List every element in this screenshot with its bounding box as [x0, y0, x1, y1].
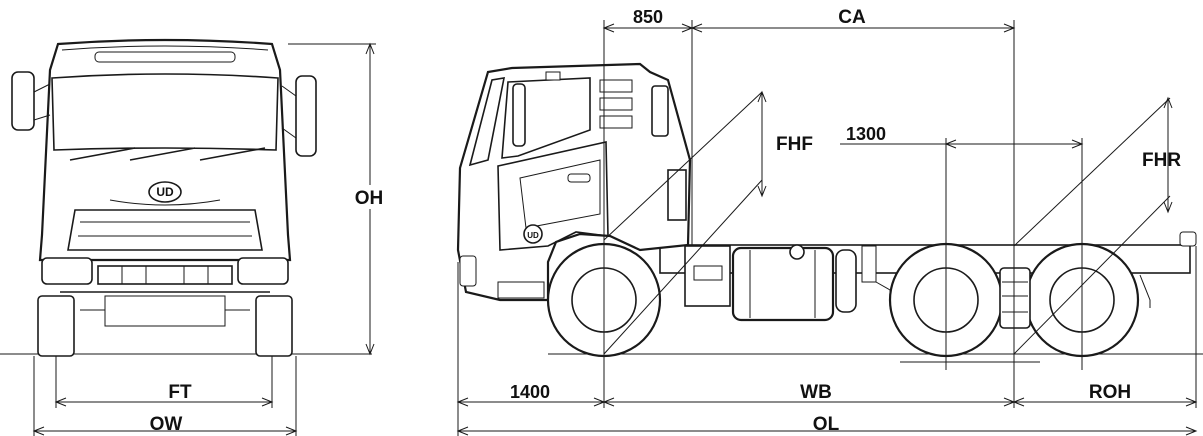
- air-tank: [835, 249, 857, 313]
- side-logo-text: UD: [527, 231, 539, 240]
- front-right-mirror: [295, 75, 317, 157]
- front-logo-text: UD: [156, 185, 174, 199]
- rear-lamp: [1179, 231, 1197, 247]
- side-front-lamp: [459, 255, 477, 287]
- front-grille: [67, 209, 263, 251]
- fuel-cap: [789, 244, 805, 260]
- cab-step: [497, 281, 545, 299]
- front-right-tire: [255, 295, 293, 357]
- front-view: UD OH FT OW: [0, 38, 386, 436]
- exhaust-stack: [667, 169, 687, 221]
- ow-label: OW: [150, 414, 183, 435]
- sleeper-louvres: [599, 79, 633, 129]
- rear-suspension: [999, 267, 1031, 329]
- side-view: UD: [456, 7, 1203, 436]
- dim-1400-label: 1400: [510, 382, 550, 402]
- ca-label: CA: [838, 7, 866, 28]
- front-wipers: [69, 147, 266, 161]
- front-axle-housing: [104, 295, 226, 327]
- front-left-mirror: [11, 71, 35, 131]
- front-left-headlight: [41, 257, 93, 285]
- front-right-headlight: [237, 257, 289, 285]
- cab-rear-vent: [651, 85, 669, 137]
- fuel-tank: [731, 246, 835, 322]
- front-sun-visor: [94, 51, 236, 63]
- front-left-tire: [37, 295, 75, 357]
- fhf-label: FHF: [776, 134, 813, 155]
- door-handle: [567, 173, 591, 183]
- battery-box: [684, 245, 731, 307]
- ft-label: FT: [168, 382, 192, 403]
- side-door: [497, 141, 609, 251]
- dim-850-label: 850: [633, 7, 663, 27]
- front-ud-logo: [148, 181, 182, 203]
- ol-label: OL: [813, 414, 840, 435]
- fhr-label: FHR: [1142, 150, 1181, 171]
- front-roof-line: [61, 45, 269, 51]
- dim-1300-label: 1300: [846, 124, 886, 144]
- side-ud-badge: [523, 224, 543, 244]
- side-windshield: [468, 77, 506, 167]
- oh-label: OH: [355, 188, 384, 209]
- wb-label: WB: [800, 382, 832, 403]
- roh-label: ROH: [1089, 382, 1131, 403]
- front-windshield: [51, 73, 279, 151]
- side-mirror: [512, 83, 526, 147]
- front-bumper-center: [97, 265, 233, 285]
